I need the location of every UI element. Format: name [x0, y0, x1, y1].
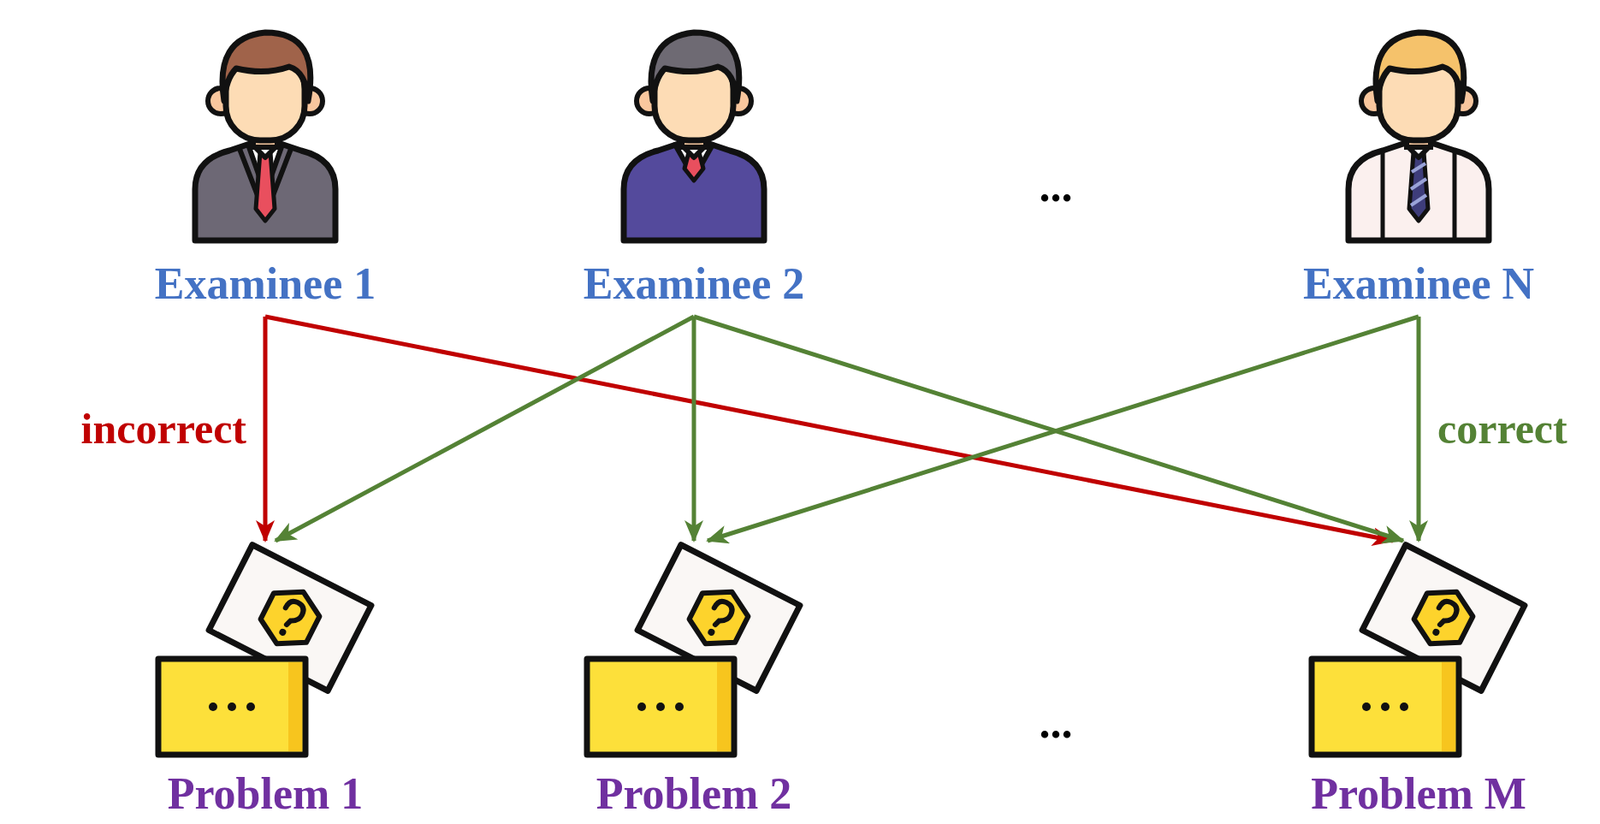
- answer-arrow: [263, 316, 268, 541]
- examinee-icon: [608, 22, 780, 247]
- problem-node: Problem 1: [153, 539, 378, 820]
- examinee-node: Examinee 2: [578, 22, 811, 310]
- edge-label: correct: [1434, 404, 1571, 453]
- answer-arrow: [707, 316, 1419, 541]
- answer-arrow: [275, 316, 694, 541]
- problem-label: Problem 1: [153, 768, 378, 820]
- problem-node: Problem 2: [581, 539, 806, 820]
- problem-node: Problem M: [1305, 539, 1532, 820]
- examinee-icon: [179, 22, 351, 247]
- answer-arrow: [693, 316, 1404, 541]
- examinee-label: Examinee N: [1297, 258, 1540, 310]
- ellipsis-label: ...: [1039, 162, 1073, 211]
- edge-label: incorrect: [77, 404, 250, 453]
- problem-label: Problem M: [1305, 768, 1532, 820]
- answer-arrow: [265, 316, 1393, 541]
- examinee-node: Examinee 1: [149, 22, 382, 310]
- problem-icon: [1306, 539, 1531, 760]
- ellipsis-label: ...: [1039, 699, 1073, 747]
- examinee-label: Examinee 1: [149, 258, 382, 310]
- problem-label: Problem 2: [581, 768, 806, 820]
- examinee-node: Examinee N: [1297, 22, 1540, 310]
- problem-icon: [581, 539, 806, 760]
- examinee-label: Examinee 2: [578, 258, 811, 310]
- answer-arrow: [1416, 316, 1422, 541]
- problem-icon: [153, 539, 378, 760]
- examinee-icon: [1333, 22, 1505, 247]
- answer-arrow: [692, 316, 697, 541]
